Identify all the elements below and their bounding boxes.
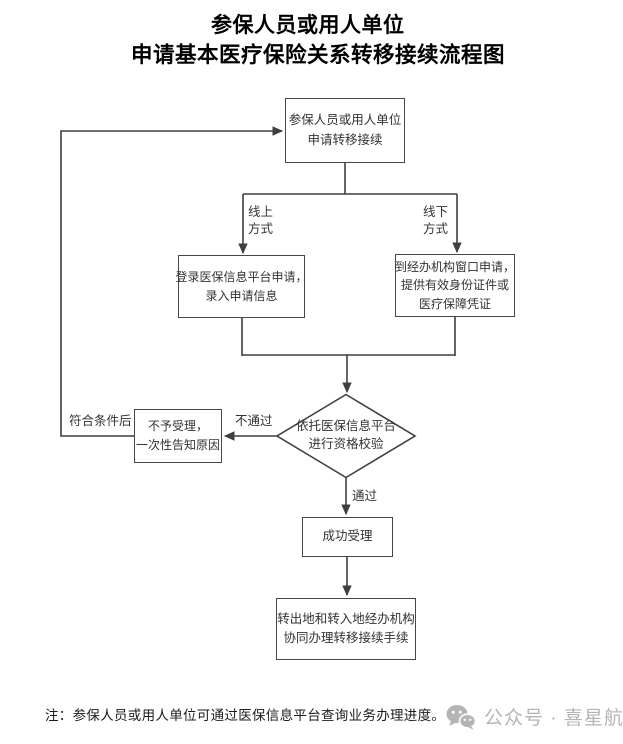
watermark: 公众号 · 喜星航 [446, 703, 623, 730]
node-check-line-2: 进行资格校验 [308, 437, 384, 452]
node-final-line-2: 协同办理转移接续手续 [283, 631, 409, 645]
node-reject-line-2: 一次性告知原因 [135, 438, 220, 452]
watermark-text: 公众号 · 喜星航 [484, 708, 623, 729]
edge-label-online-method: 线上 方式 [248, 204, 273, 238]
node-start-line-1: 参保人员或用人单位 [288, 113, 402, 128]
node-offline-window-apply: 到经办机构窗口申请， 提供有效身份证件或 医疗保障凭证 [395, 254, 515, 317]
edge-label-fail: 不通过 [235, 414, 273, 428]
connector-reject-to-start [60, 126, 284, 437]
node-start-line-2: 申请转移接续 [307, 132, 383, 147]
footer-note: 注：参保人员或用人单位可通过医保信息平台查询业务办理进度。 [45, 708, 446, 723]
edge-label-qualified: 符合条件后 [69, 414, 132, 428]
node-start-apply-transfer: 参保人员或用人单位 申请转移接续 [285, 98, 405, 163]
node-qualification-check-label: 依托医保信息平台 进行资格校验 [286, 417, 406, 453]
node-offline-line-2: 提供有效身份证件或 [400, 278, 509, 293]
edge-label-online-line-2: 方式 [248, 221, 274, 236]
node-reject: 不予受理， 一次性告知原因 [134, 409, 222, 463]
edge-label-offline-line-2: 方式 [423, 221, 449, 236]
node-online-line-2: 录入申请信息 [205, 288, 278, 303]
edge-label-offline-line-1: 线下 [423, 205, 449, 219]
edge-label-pass: 通过 [352, 489, 378, 503]
edge-label-offline-method: 线下 方式 [423, 204, 448, 238]
page-title-line-1: 参保人员或用人单位 [211, 13, 405, 37]
node-success-accepted: 成功受理 [302, 517, 393, 557]
node-online-platform-apply: 登录医保信息平台申请， 录入申请信息 [175, 255, 308, 318]
page-title-line-2: 申请基本医疗保险关系转移接续流程图 [131, 43, 506, 67]
qualification-check-diamond [275, 393, 417, 479]
node-check-line-1: 依托医保信息平台 [295, 419, 396, 433]
node-online-line-1: 登录医保信息平台申请， [175, 269, 308, 284]
node-final-joint-handling: 转出地和转入地经办机构 协同办理转移接续手续 [276, 598, 416, 660]
node-offline-line-1: 到经办机构窗口申请， [395, 259, 516, 274]
node-final-line-1: 转出地和转入地经办机构 [277, 611, 415, 626]
node-success-line-1: 成功受理 [322, 529, 373, 544]
wechat-icon [446, 704, 476, 729]
edge-label-online-line-1: 线上 [248, 205, 274, 219]
node-offline-line-3: 医疗保障凭证 [418, 296, 491, 311]
node-reject-line-1: 不予受理， [147, 419, 208, 434]
